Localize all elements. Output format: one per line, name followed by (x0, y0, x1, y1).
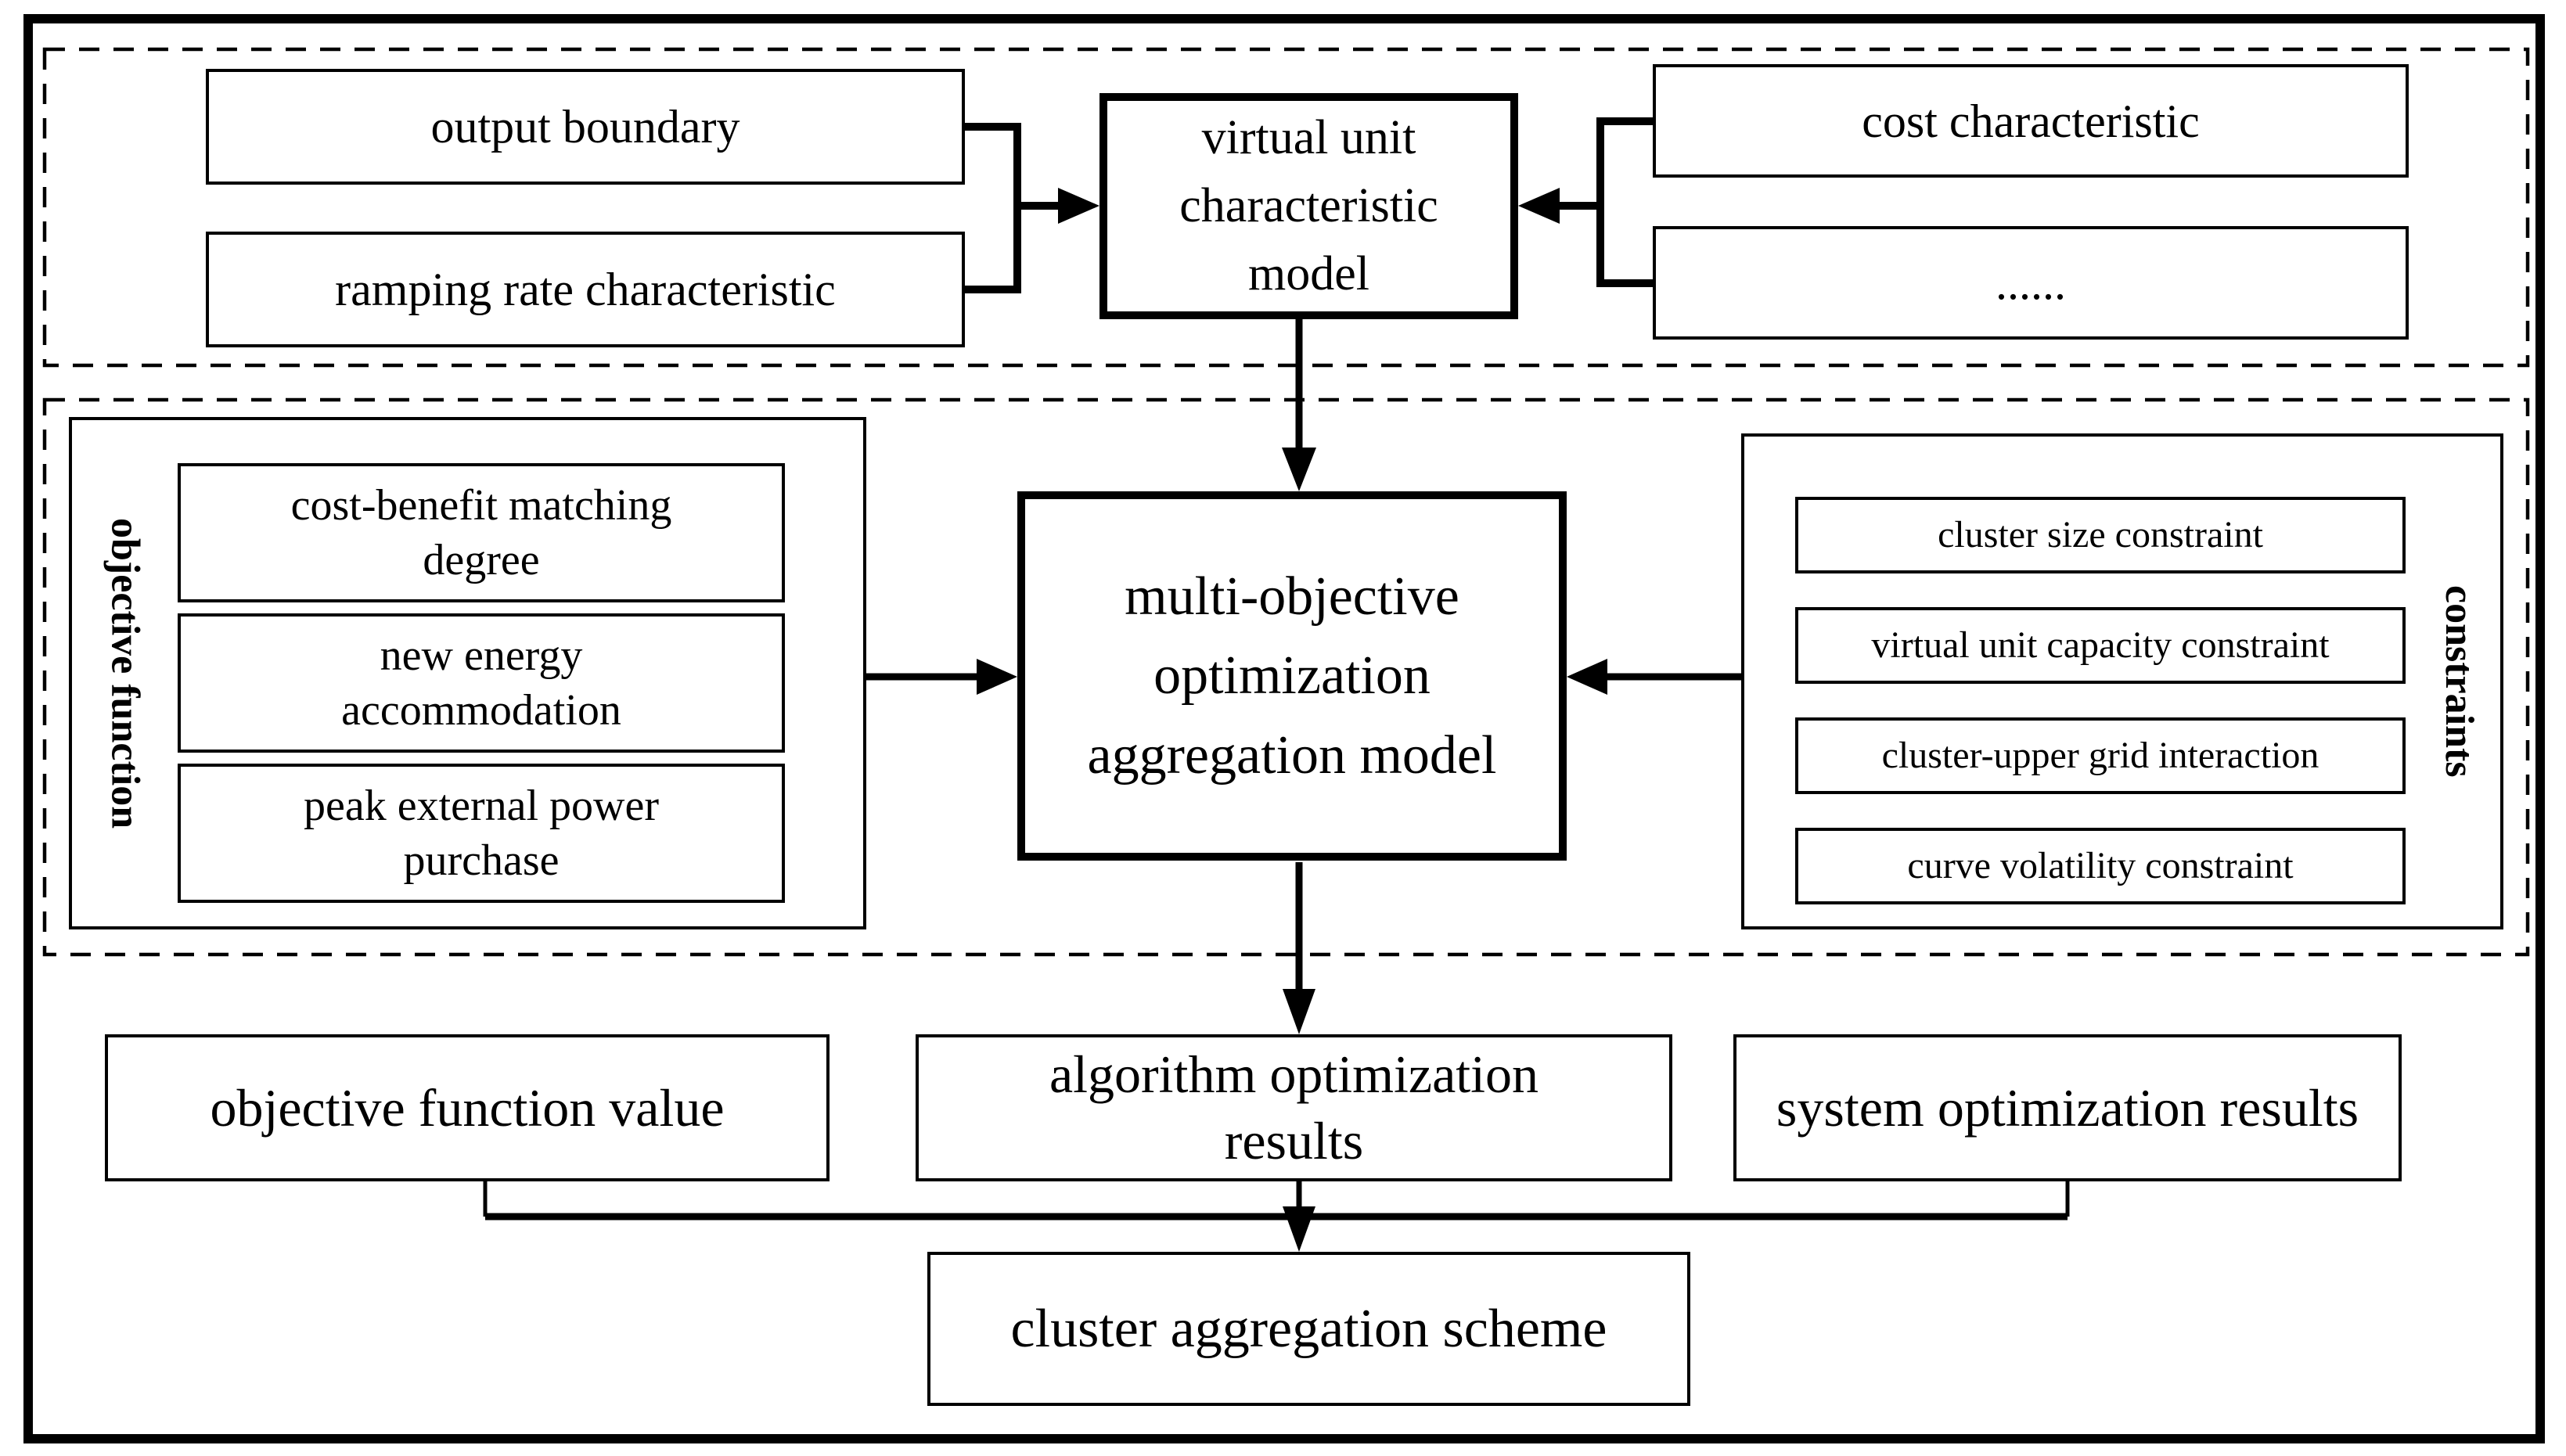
node-virtual-unit-capacity-constraint: virtual unit capacity constraint (1795, 607, 2406, 684)
node-objective-function-value: objective function value (105, 1034, 830, 1181)
arrowhead-into-algorithm-results (1283, 989, 1315, 1034)
objective-function-group-title: objective function (82, 425, 168, 922)
dashed-group-top (42, 47, 2530, 368)
node-virtual-unit-characteristic-model: virtual unit characteristic model (1099, 93, 1518, 319)
arrowhead-into-virtual-model-left (1058, 188, 1099, 224)
node-peak-external-power-purchase: peak external power purchase (178, 764, 785, 903)
arrowhead-into-aggregation-top (1282, 448, 1316, 491)
node-curve-volatility-constraint: curve volatility constraint (1795, 828, 2406, 904)
connector-left-bracket (965, 123, 1060, 293)
node-output-boundary: output boundary (206, 69, 965, 185)
node-ramping-rate-characteristic: ramping rate characteristic (206, 232, 965, 347)
node-cost-characteristic: cost characteristic (1653, 64, 2409, 178)
arrowhead-into-aggregation-right (1567, 659, 1607, 695)
arrowhead-into-aggregation-left (977, 659, 1017, 695)
node-cost-benefit-matching-degree: cost-benefit matching degree (178, 463, 785, 602)
node-cluster-size-constraint: cluster size constraint (1795, 497, 2406, 573)
node-algorithm-optimization-results: algorithm optimization results (916, 1034, 1672, 1181)
objective-function-label: objective function (103, 517, 148, 829)
constraints-label: constraints (2437, 585, 2481, 778)
constraints-group-title: constraints (2418, 436, 2500, 927)
dashed-group-middle (42, 397, 2530, 957)
node-multi-objective-aggregation-model: multi-objective optimization aggregation… (1017, 491, 1567, 861)
node-ellipsis-inputs: ...... (1653, 226, 2409, 340)
node-cluster-upper-grid-interaction: cluster-upper grid interaction (1795, 717, 2406, 794)
connector-right-bracket (1557, 117, 1653, 287)
node-cluster-aggregation-scheme: cluster aggregation scheme (927, 1252, 1690, 1406)
arrowhead-into-virtual-model-right (1518, 188, 1560, 224)
node-new-energy-accommodation: new energy accommodation (178, 613, 785, 753)
node-system-optimization-results: system optimization results (1733, 1034, 2402, 1181)
arrowhead-into-cluster-scheme (1283, 1206, 1315, 1252)
